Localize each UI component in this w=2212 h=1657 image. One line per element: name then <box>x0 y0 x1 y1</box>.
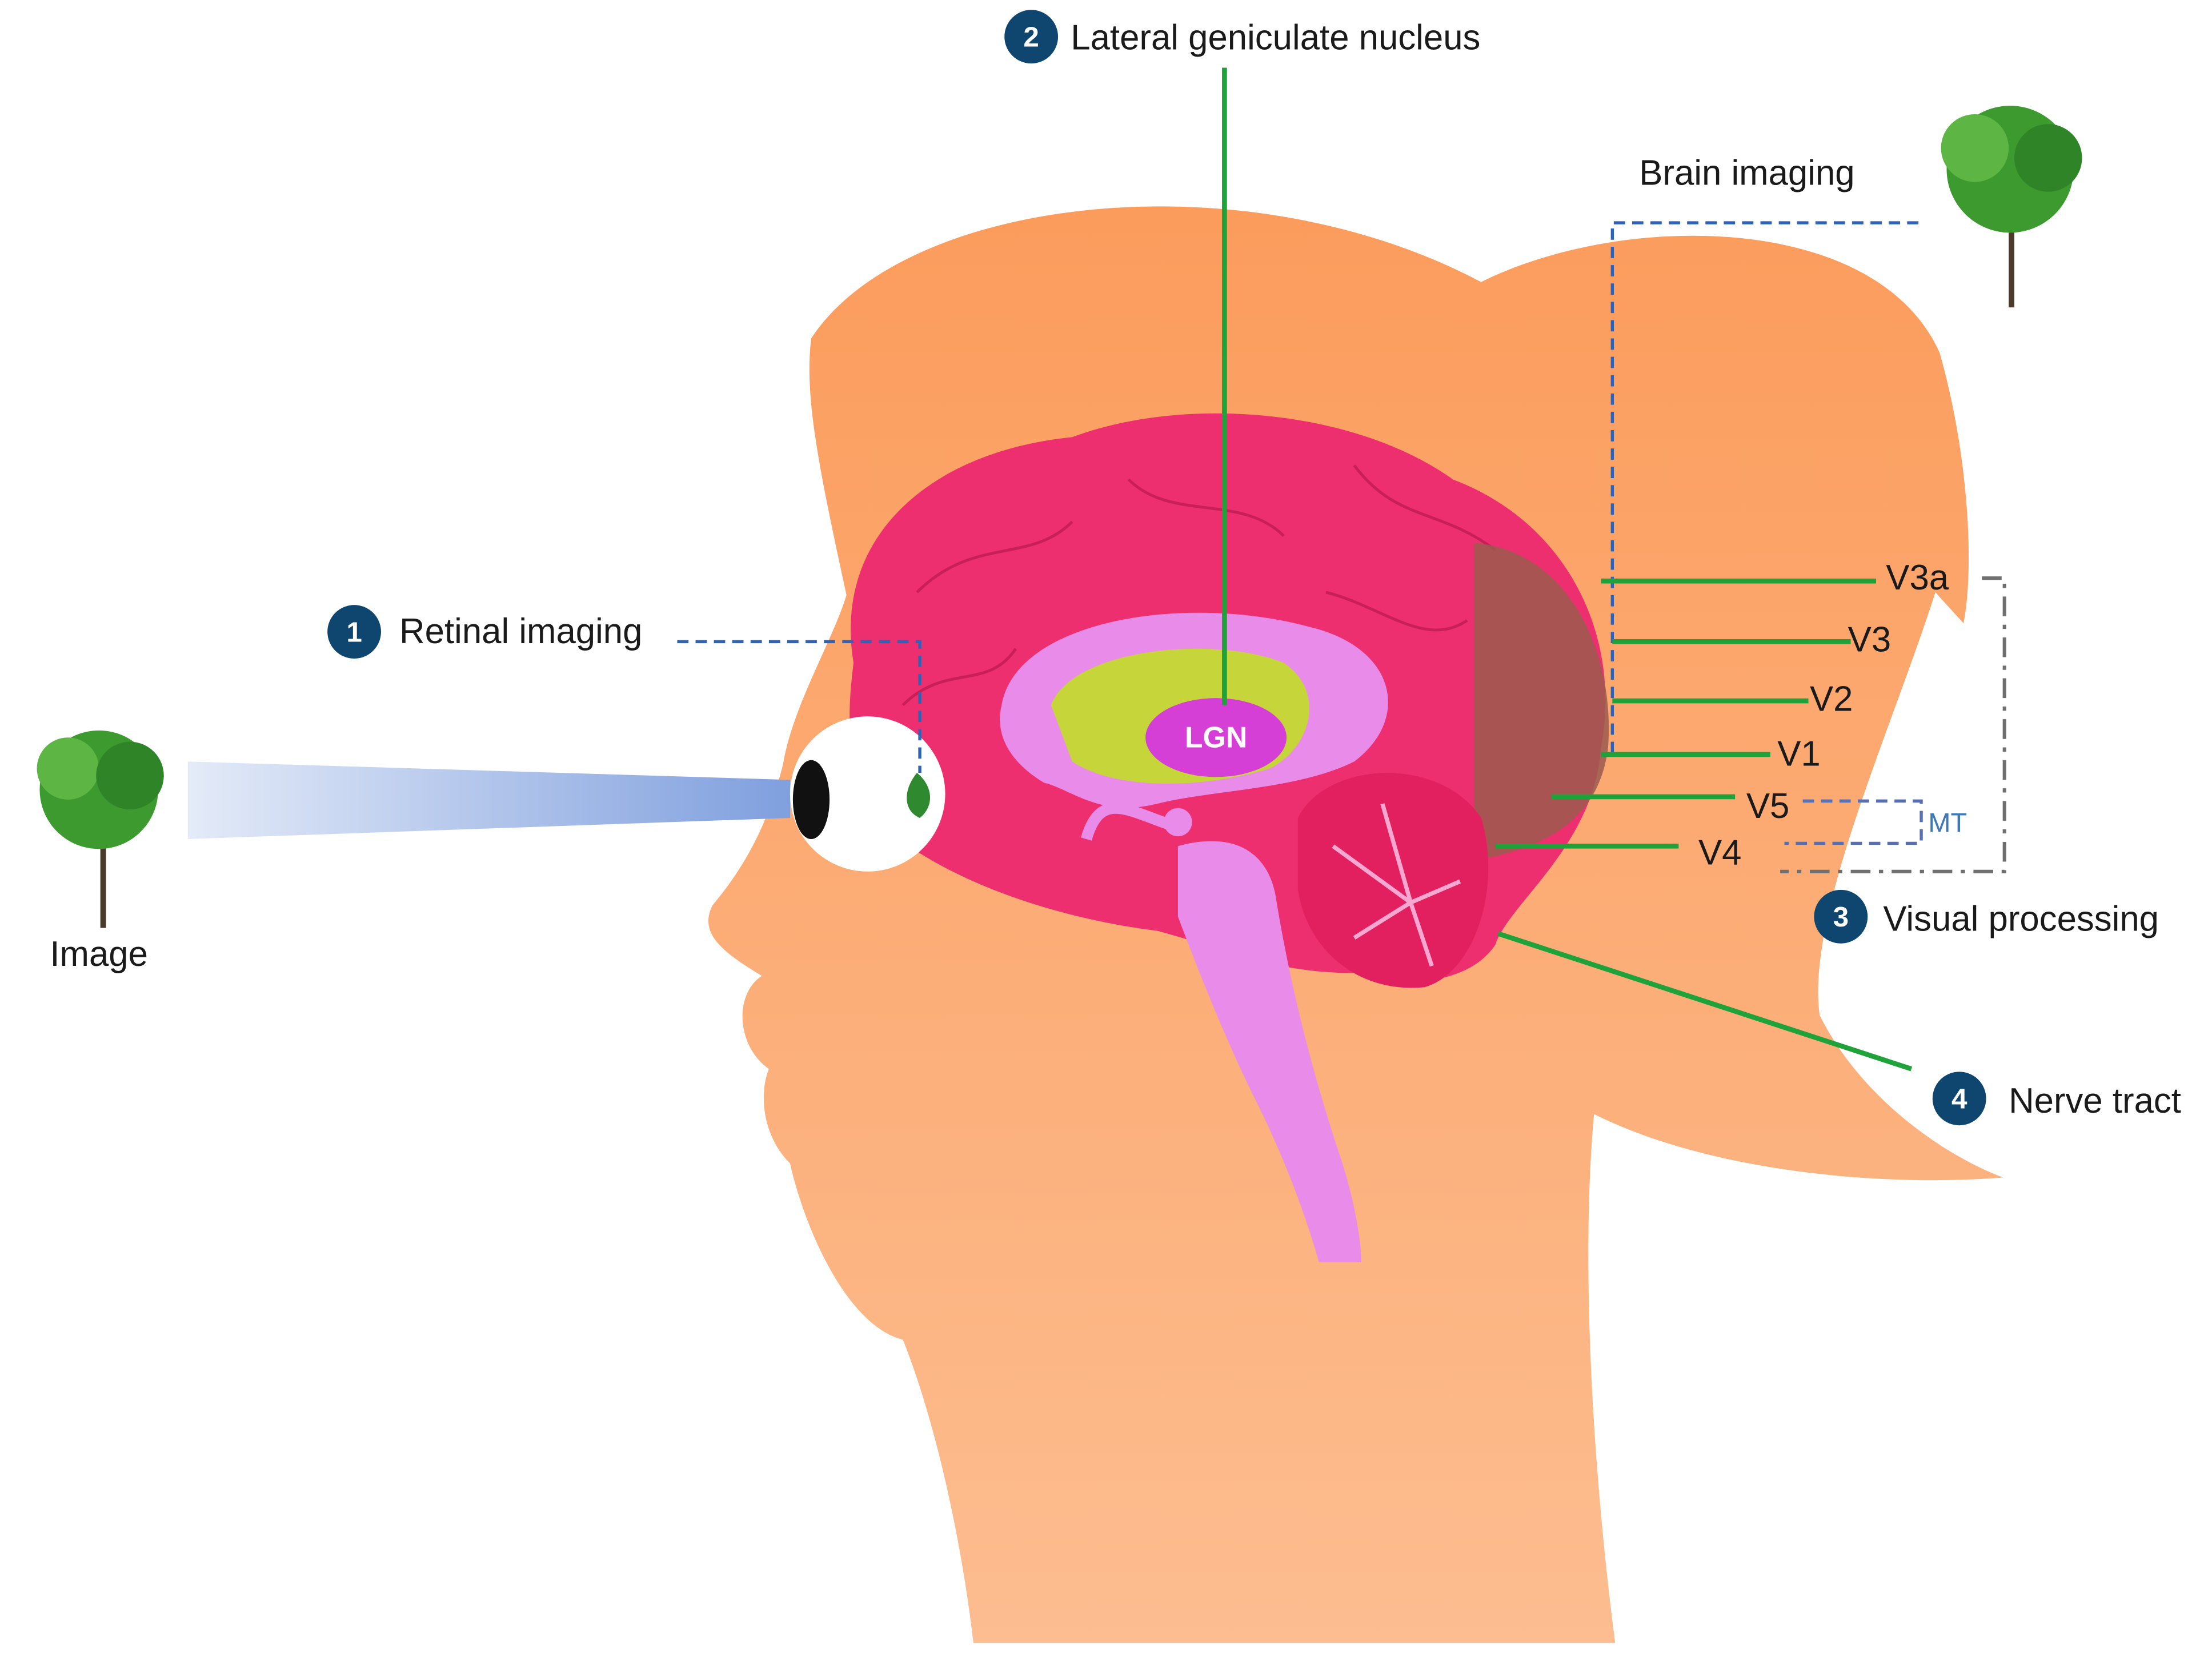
area-v4: V4 <box>1698 833 1742 872</box>
area-v1: V1 <box>1777 735 1821 774</box>
step-badge-2 <box>1004 10 1059 64</box>
brain-imaging-leader <box>1610 221 1919 755</box>
area-v2: V2 <box>1810 679 1853 719</box>
lgn-label: LGN <box>1185 721 1247 754</box>
nerve-tract-label: Nerve tract <box>2009 1081 2181 1121</box>
tree-icon-image <box>37 730 164 928</box>
retina-image-icon <box>907 772 931 818</box>
lgn-region <box>1145 698 1287 777</box>
tree-icon-brain-imaging <box>1941 106 2082 308</box>
eye <box>790 716 945 872</box>
area-v5: V5 <box>1746 787 1790 826</box>
step-number-3: 3 <box>1833 901 1849 933</box>
cerebellum <box>1297 773 1489 988</box>
step-number-2: 2 <box>1023 21 1039 53</box>
lgn-title-label: Lateral geniculate nucleus <box>1071 18 1480 57</box>
step-badge-1 <box>327 605 381 659</box>
step-badge-4 <box>1932 1072 1986 1126</box>
light-beam <box>187 761 790 840</box>
step-number-1: 1 <box>346 616 362 648</box>
mt-label: MT <box>1928 808 1967 838</box>
nerve-tract-leader <box>1497 931 1913 1072</box>
image-label: Image <box>50 934 148 974</box>
step-number-4: 4 <box>1951 1084 1967 1115</box>
retinal-imaging-label: Retinal imaging <box>399 612 642 651</box>
brain-imaging-label: Brain imaging <box>1639 153 1854 192</box>
retinal-leader <box>677 640 921 773</box>
visual-processing-bracket <box>1780 576 2006 873</box>
visual-area-leaders <box>1495 578 1877 849</box>
mt-bracket <box>1784 799 1923 845</box>
occipital-lobe <box>1474 543 1609 861</box>
visual-processing-label: Visual processing <box>1883 899 2159 938</box>
area-v3a: V3a <box>1886 558 1949 597</box>
pupil <box>792 760 830 840</box>
step-badge-3 <box>1814 889 1868 944</box>
area-v3: V3 <box>1848 620 1892 660</box>
brain <box>849 413 1609 1262</box>
brainstem <box>1177 841 1361 1262</box>
